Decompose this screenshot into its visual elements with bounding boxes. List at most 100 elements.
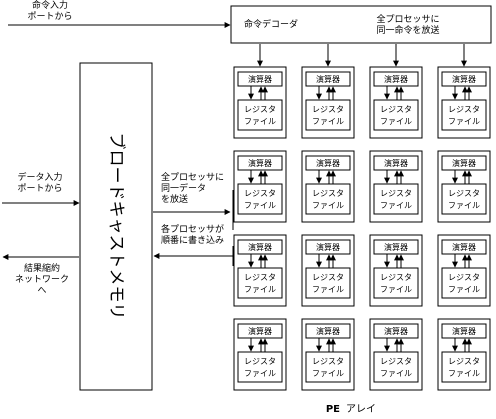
alu-box <box>441 71 487 87</box>
register-file-label-2: ファイル <box>244 201 276 210</box>
alu-box <box>441 323 487 339</box>
alu-label: 演算器 <box>316 242 340 252</box>
alu-box <box>305 323 351 339</box>
alu-box <box>373 71 419 87</box>
broadcast-instruction-label-1: 全プロセッサに <box>376 13 439 25</box>
alu-box <box>373 239 419 255</box>
broadcast-data-label-3: を放送 <box>161 193 188 205</box>
register-file-box <box>441 351 487 383</box>
register-file-label-2: ファイル <box>380 285 412 294</box>
alu-label: 演算器 <box>384 158 408 168</box>
register-file-label-2: ファイル <box>244 117 276 126</box>
alu-box <box>305 239 351 255</box>
register-file-label-1: レジスタ <box>380 357 412 366</box>
register-file-label-1: レジスタ <box>244 357 276 366</box>
register-file-label-1: レジスタ <box>448 189 480 198</box>
broadcast-data-label-1: 全プロセッサに <box>161 171 224 183</box>
alu-label: 演算器 <box>248 326 272 336</box>
register-file-label-1: レジスタ <box>312 189 344 198</box>
instruction-input-label-1: 命令入力 <box>32 0 68 11</box>
alu-label: 演算器 <box>316 326 340 336</box>
alu-label: 演算器 <box>316 158 340 168</box>
result-output-label-1: 結果縮約 <box>24 262 60 274</box>
register-file-box <box>441 99 487 131</box>
broadcast-memory-label: ブロードキャストメモリ <box>106 133 127 320</box>
sequential-write-label-1: 各プロセッサが <box>161 223 224 235</box>
register-file-box <box>237 183 283 215</box>
alu-label: 演算器 <box>248 158 272 168</box>
register-file-box <box>237 351 283 383</box>
register-file-label-2: ファイル <box>380 201 412 210</box>
register-file-label-2: ファイル <box>244 285 276 294</box>
alu-box <box>237 323 283 339</box>
alu-label: 演算器 <box>384 326 408 336</box>
register-file-box <box>305 99 351 131</box>
register-file-label-2: ファイル <box>448 201 480 210</box>
register-file-label-2: ファイル <box>244 369 276 378</box>
alu-box <box>373 155 419 171</box>
register-file-box <box>373 183 419 215</box>
alu-label: 演算器 <box>248 242 272 252</box>
register-file-box <box>305 351 351 383</box>
register-file-label-1: レジスタ <box>244 189 276 198</box>
alu-label: 演算器 <box>452 74 476 84</box>
result-output-label-2: ネットワーク <box>15 274 69 285</box>
alu-box <box>305 155 351 171</box>
register-file-label-2: ファイル <box>380 117 412 126</box>
register-file-box <box>373 99 419 131</box>
register-file-label-1: レジスタ <box>380 189 412 198</box>
broadcast-instruction-label-2: 同一命令を放送 <box>376 24 439 36</box>
decoder-label: 命令デコーダ <box>244 18 298 30</box>
broadcast-memory-box <box>79 62 153 391</box>
register-file-label-2: ファイル <box>312 285 344 294</box>
register-file-label-1: レジスタ <box>312 357 344 366</box>
register-file-label-2: ファイル <box>448 117 480 126</box>
register-file-label-1: レジスタ <box>448 273 480 282</box>
alu-box <box>237 155 283 171</box>
result-output-label-3: へ <box>37 286 46 296</box>
alu-label: 演算器 <box>452 242 476 252</box>
register-file-label-2: ファイル <box>448 369 480 378</box>
register-file-label-2: ファイル <box>380 369 412 378</box>
alu-box <box>237 239 283 255</box>
data-input-label-2: ポートから <box>17 183 62 194</box>
instruction-decoder-box <box>230 5 492 44</box>
register-file-label-1: レジスタ <box>448 105 480 114</box>
register-file-label-2: ファイル <box>312 201 344 210</box>
register-file-label-1: レジスタ <box>380 105 412 114</box>
data-input-label-1: データ入力 <box>17 171 62 183</box>
register-file-label-2: ファイル <box>448 285 480 294</box>
register-file-label-1: レジスタ <box>448 357 480 366</box>
alu-box <box>441 239 487 255</box>
alu-label: 演算器 <box>248 74 272 84</box>
register-file-box <box>305 267 351 299</box>
alu-box <box>305 71 351 87</box>
register-file-label-1: レジスタ <box>244 273 276 282</box>
alu-label: 演算器 <box>452 326 476 336</box>
register-file-label-1: レジスタ <box>380 273 412 282</box>
sequential-write-label-2: 順番に書き込み <box>161 234 224 246</box>
register-file-label-1: レジスタ <box>244 105 276 114</box>
alu-box <box>237 71 283 87</box>
register-file-box <box>373 267 419 299</box>
alu-label: 演算器 <box>316 74 340 84</box>
alu-box <box>441 155 487 171</box>
register-file-label-2: ファイル <box>312 369 344 378</box>
register-file-label-2: ファイル <box>312 117 344 126</box>
broadcast-data-label-2: 同一データ <box>161 182 206 194</box>
register-file-box <box>237 267 283 299</box>
register-file-box <box>237 99 283 131</box>
